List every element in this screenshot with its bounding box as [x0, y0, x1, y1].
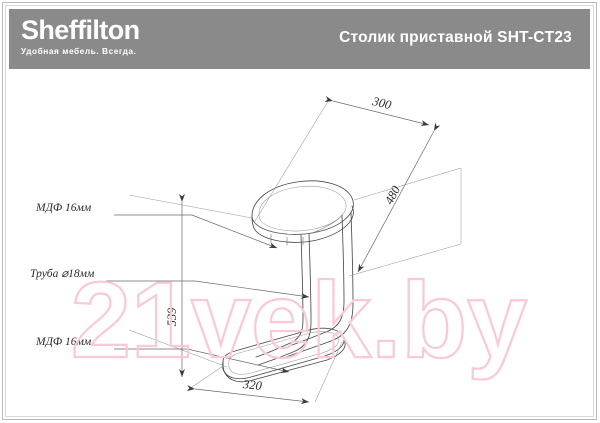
ext-line-320-left: [191, 365, 224, 388]
dim-line-320: [186, 385, 310, 405]
base-board-edge: [222, 339, 346, 383]
leader-tube: [106, 280, 310, 299]
technical-drawing-canvas: 21vek.by: [9, 72, 590, 415]
base-board-inner-contour: [228, 331, 339, 375]
leader-top-panel: [114, 214, 278, 249]
ext-line-300-right: [353, 167, 462, 201]
dimension-texts: 300 480 539 320: [165, 94, 403, 393]
tube-top-connector: [308, 214, 343, 235]
dim-line-480: [357, 122, 441, 273]
ext-line-320-right: [314, 341, 343, 403]
logo-wordmark: Sheffilton: [21, 15, 140, 45]
base-board-top: [222, 327, 345, 380]
ext-line-300-left: [254, 97, 331, 222]
logo-tagline: Удобная мебель. Всегда.: [21, 46, 137, 56]
dimension-value-320: 320: [241, 377, 263, 393]
page-title: Столик приставной SHT-CT23: [339, 29, 572, 46]
ext-line-539-bottom: [128, 329, 228, 368]
ext-line-539-top: [128, 194, 253, 219]
drawing-vectors: 300 480 539 320 МДФ 16мм Труба ⌀18мм МДФ…: [30, 94, 462, 405]
tube-rear-outer: [285, 211, 354, 358]
brand-logo: Sheffilton Удобная мебель. Всегда.: [21, 15, 171, 57]
tube-rear-inner: [283, 214, 345, 349]
leader-lines: [106, 214, 310, 374]
table-top-inner-crease: [254, 222, 318, 235]
annotation-label-top-panel: МДФ 16мм: [35, 202, 92, 214]
ext-line-480-bottom: [348, 243, 462, 277]
dimension-lines: [128, 96, 462, 405]
annotation-label-base-panel: МДФ 16мм: [35, 336, 92, 348]
product-geometry: [222, 180, 354, 383]
annotation-texts: МДФ 16мм Труба ⌀18мм МДФ 16мм: [30, 202, 95, 348]
table-top-surface: [251, 180, 354, 235]
dimension-value-539: 539: [165, 307, 179, 327]
leader-base-panel: [114, 348, 290, 374]
table-top-edge-lower: [251, 205, 354, 243]
dimension-value-300: 300: [370, 94, 393, 113]
annotation-label-tube: Труба ⌀18мм: [30, 268, 95, 280]
header-banner: Sheffilton Удобная мебель. Всегда. Столи…: [9, 9, 590, 69]
tube-front-outer: [257, 233, 312, 366]
dim-line-300: [324, 96, 430, 126]
